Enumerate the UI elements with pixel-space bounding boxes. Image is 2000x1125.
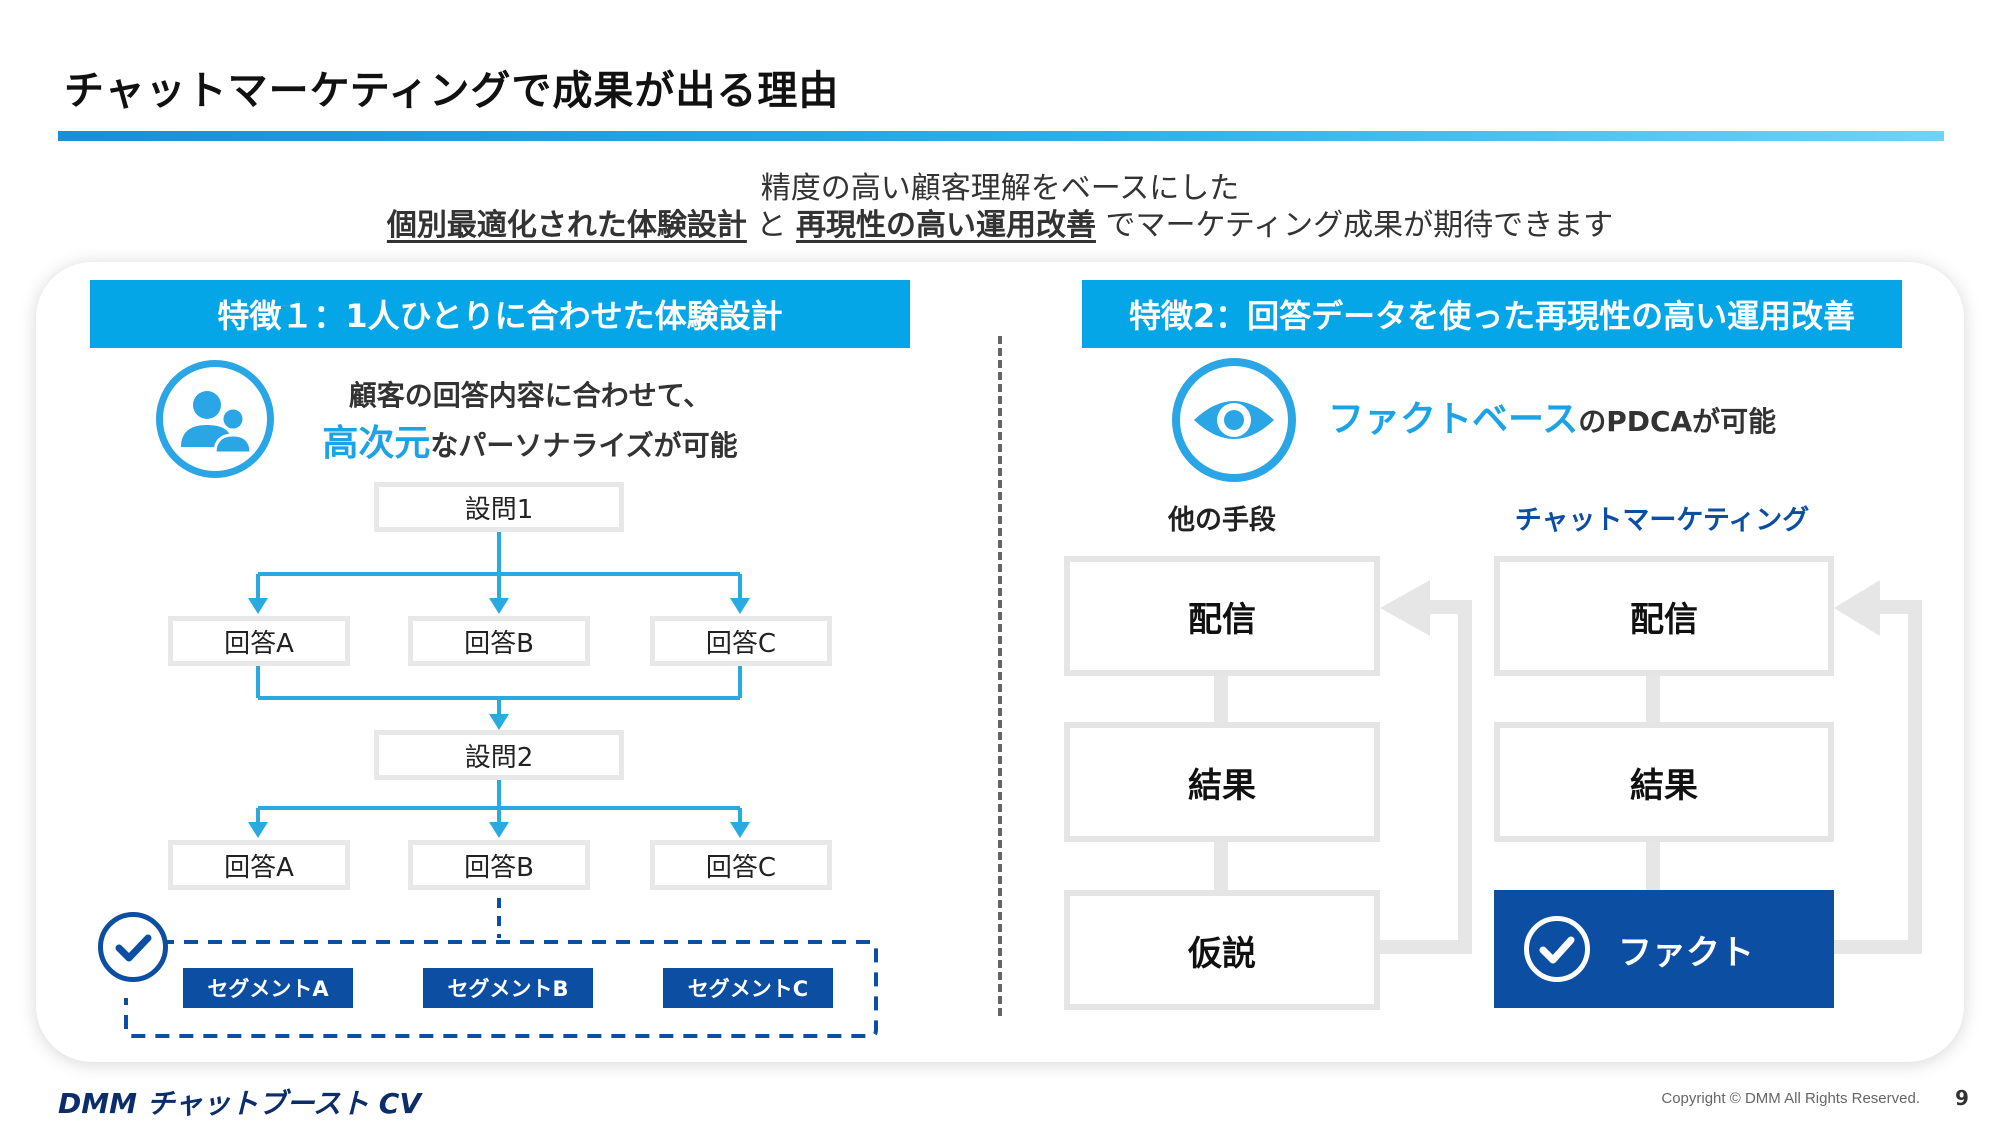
subtitle-connector: と [746,208,796,243]
page-number: 9 [1955,1086,1969,1110]
dmm-logo: DMM チャットブースト CV [58,1087,422,1120]
answer-row2-a: 回答A [168,840,350,890]
answer-row1-c: 回答C [650,616,832,666]
subtitle-tail: でマーケティング成果が期待できます [1095,208,1614,243]
segment-a: セグメントA [183,968,353,1008]
chat-step-delivery: 配信 [1494,556,1834,676]
feature-1-header: 特徴１：1人ひとりに合わせた体験設計 [90,280,910,348]
tree-connectors [124,532,878,1038]
cycle-connectors [1214,580,1922,954]
section-divider [998,336,1002,1016]
chat-step-fact: ファクト [1494,890,1834,1008]
column-label-other: 他の手段 [1168,505,1276,536]
feature-2-lead-tail: のPDCAが可能 [1578,405,1777,438]
check-circle-icon [98,912,168,982]
feature-1-lead-tail: なパーソナライズが可能 [430,429,738,462]
answer-row1-b: 回答B [408,616,590,666]
feature-2-header: 特徴2：回答データを使った再現性の高い運用改善 [1082,280,1902,348]
subtitle-emphasis-1: 個別最適化された体験設計 [386,208,747,243]
column-label-chat: チャットマーケティング [1514,505,1810,536]
chat-step-result: 結果 [1494,722,1834,842]
feature-2-lead: ファクトベースのPDCAが可能 [1328,390,1848,442]
chat-step-fact-label: ファクト [1618,932,1754,973]
other-step-hypothesis: 仮説 [1064,890,1380,1010]
answer-row2-c: 回答C [650,840,832,890]
answer-row2-b: 回答B [408,840,590,890]
segment-c: セグメントC [663,968,833,1008]
feature-2-accent: ファクトベース [1328,399,1579,440]
feature-1-lead-line1: 顧客の回答内容に合わせて、 [348,379,712,412]
subtitle-line-1: 精度の高い顧客理解をベースにした [760,171,1240,206]
question-1: 設問1 [374,482,624,532]
page-title: チャットマーケティングで成果が出る理由 [64,68,840,114]
feature-1-accent: 高次元 [322,423,431,464]
check-circle-icon [1524,916,1590,982]
subtitle-line-2: 個別最適化された体験設計 と 再現性の高い運用改善 でマーケティング成果が期待で… [0,200,2000,244]
segment-b: セグメントB [423,968,593,1008]
feature-1-lead-line2: 高次元なパーソナライズが可能 [300,414,760,466]
users-icon [156,360,274,478]
feature-1-lead: 顧客の回答内容に合わせて、 高次元なパーソナライズが可能 [300,374,760,466]
subtitle-emphasis-2: 再現性の高い運用改善 [795,208,1096,243]
answer-row1-a: 回答A [168,616,350,666]
other-step-delivery: 配信 [1064,556,1380,676]
copyright: Copyright © DMM All Rights Reserved. [1661,1090,1920,1107]
question-2: 設問2 [374,730,624,780]
eye-icon [1172,358,1296,482]
title-underline-bar [58,131,1944,141]
other-step-result: 結果 [1064,722,1380,842]
